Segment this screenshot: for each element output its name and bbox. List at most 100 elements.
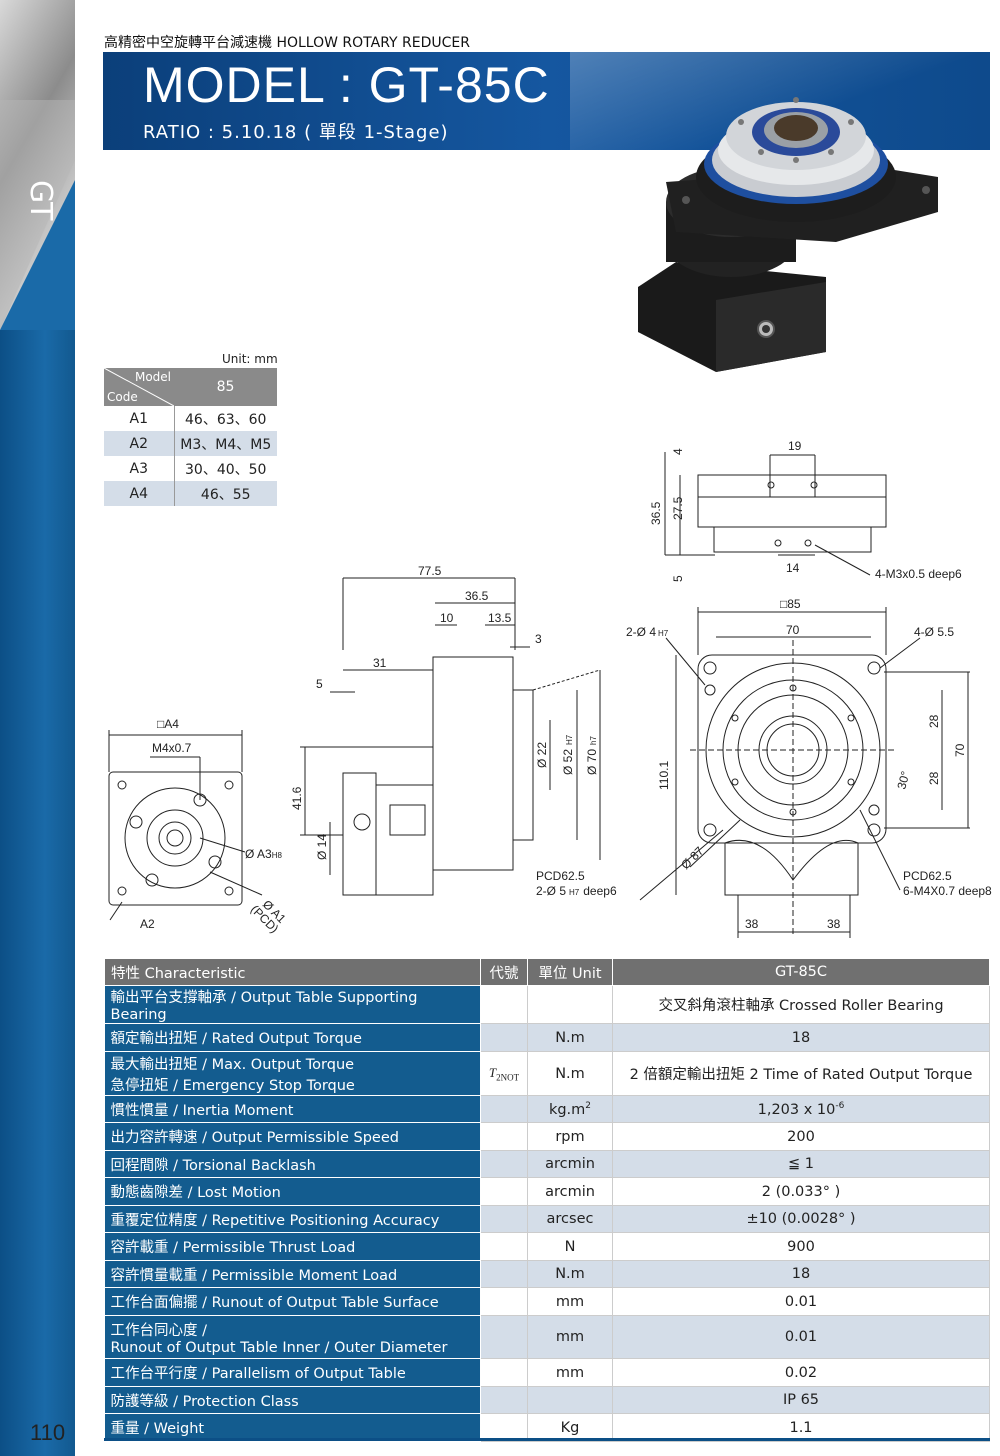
row-value: ±10 (0.0028° ) — [612, 1205, 990, 1233]
row-name: 慣性慣量 / Inertia Moment — [104, 1095, 481, 1123]
row-value: 200 — [612, 1122, 990, 1151]
row-name: 工作台面偏擺 / Runout of Output Table Surface — [104, 1287, 481, 1316]
dim-70-vertical: 70 — [953, 743, 967, 757]
row-name-multi: 最大輸出扭矩 / Max. Output Torque 急停扭矩 / Emerg… — [104, 1051, 481, 1096]
product-image — [638, 97, 938, 372]
dim-phi-14: Ø 14 — [315, 834, 329, 860]
dim-phi-52-tol: H7 — [565, 734, 574, 745]
dim-phi-70-text: Ø 70 — [585, 749, 599, 775]
dim-28-lower: 28 — [927, 771, 941, 785]
code-cell: A3 — [129, 460, 148, 477]
row-unit: rpm — [527, 1122, 613, 1151]
header-model: GT-85C — [612, 958, 990, 986]
dim-sq-a4: □A4 — [157, 717, 179, 731]
row-unit: mm — [527, 1315, 613, 1359]
table-row: 重覆定位精度 / Repetitive Positioning Accuracy… — [104, 1205, 990, 1233]
dim-10: 10 — [440, 611, 454, 625]
row-value: 900 — [612, 1232, 990, 1261]
dim-4-top: 4 — [671, 448, 685, 455]
technical-drawing: □A4 M4x0.7 Ø A3H8 Ø A1 (PCD) A2 77.5 36.… — [108, 439, 992, 938]
row-symbol — [480, 1260, 528, 1288]
row-value: 18 — [612, 1023, 990, 1052]
dim-2-phi-5-text: 2-Ø 5 — [536, 884, 566, 898]
dim-36-5-top: 36.5 — [649, 501, 663, 525]
row-symbol — [480, 1413, 528, 1442]
dim-4-phi-5-5: 4-Ø 5.5 — [914, 625, 954, 639]
row-value: 2 (0.033° ) — [612, 1177, 990, 1206]
row-name: 動態齒隙差 / Lost Motion — [104, 1177, 481, 1206]
row-name-line2: Runout of Output Table Inner / Outer Dia… — [110, 1339, 448, 1356]
dim-2-phi-5-depth: deep6 — [583, 884, 617, 898]
row-name: 重量 / Weight — [104, 1413, 481, 1442]
dim-41-6: 41.6 — [290, 786, 304, 810]
dim-5-side: 5 — [316, 677, 323, 691]
dim-13-5: 13.5 — [488, 611, 512, 625]
row-symbol — [480, 1315, 528, 1359]
row-symbol — [480, 985, 528, 1024]
ratio-text: RATIO : 5.10.18 ( 單段 1-Stage) — [143, 122, 449, 143]
value-cell: M3、M4、M5 — [173, 431, 277, 456]
row-value: IP 65 — [612, 1386, 990, 1414]
table-row: 容許載重 / Permissible Thrust Load N 900 — [104, 1232, 990, 1261]
row-symbol — [480, 1177, 528, 1206]
value-text: 1,203 x 10 — [757, 1101, 836, 1118]
dim-27-5: 27.5 — [671, 496, 685, 520]
table-row: 額定輸出扭矩 / Rated Output Torque N.m 18 — [104, 1023, 990, 1052]
table-row: 動態齒隙差 / Lost Motion arcmin 2 (0.033° ) — [104, 1177, 990, 1206]
value-cell: 46、63、60 — [173, 406, 277, 431]
value-cell: 30、40、50 — [173, 456, 277, 481]
symbol-t: T — [488, 1064, 497, 1080]
header-symbol: 代號 — [480, 958, 528, 986]
row-name-multi: 工作台同心度 / Runout of Output Table Inner / … — [104, 1315, 481, 1359]
row-unit: N.m — [527, 1023, 613, 1052]
row-value: 1,203 x 10-6 — [612, 1095, 990, 1123]
symbol-sub: 2NOT — [496, 1072, 520, 1083]
row-unit: arcmin — [527, 1150, 613, 1178]
row-name: 重覆定位精度 / Repetitive Positioning Accuracy — [104, 1205, 481, 1233]
table-row: 最大輸出扭矩 / Max. Output Torque 急停扭矩 / Emerg… — [104, 1051, 990, 1096]
model-title: MODEL : GT-85C — [143, 57, 550, 113]
dim-phi-70-side: Ø 70h7 — [585, 736, 599, 775]
code-table-model-label: Model — [134, 370, 171, 384]
row-symbol — [480, 1150, 528, 1178]
dim-70-plan: 70 — [786, 623, 800, 637]
value-sup: -6 — [835, 1100, 845, 1111]
dim-a3: Ø A3H8 — [245, 847, 282, 861]
row-name: 防護等級 / Protection Class — [104, 1386, 481, 1414]
row-unit: N — [527, 1232, 613, 1261]
row-name: 工作台平行度 / Parallelism of Output Table — [104, 1358, 481, 1387]
dim-thread-m3: 4-M3x0.5 deep6 — [875, 567, 962, 581]
dim-phi-52-text: Ø 52 — [561, 749, 575, 775]
code-cell: A1 — [129, 410, 148, 427]
dim-38-left: 38 — [745, 917, 759, 931]
dim-a2: A2 — [140, 917, 155, 931]
code-cell: A2 — [104, 431, 174, 456]
row-symbol — [480, 1358, 528, 1387]
code-table-code-label: Code — [107, 390, 138, 404]
code-table-model: 85 — [174, 368, 277, 406]
code-cell: A4 — [104, 481, 174, 506]
table-row: 工作台平行度 / Parallelism of Output Table mm … — [104, 1358, 990, 1387]
dim-pcd-left: PCD62.5 — [536, 869, 585, 883]
row-name-line2: 急停扭矩 / Emergency Stop Torque — [110, 1077, 355, 1094]
table-row: 回程間隙 / Torsional Backlash arcmin ≦ 1 — [104, 1150, 990, 1178]
value-cell: 46、55 — [173, 481, 277, 506]
row-name: 出力容許轉速 / Output Permissible Speed — [104, 1122, 481, 1151]
unit-note: Unit: mm — [222, 352, 278, 366]
dim-2-phi-4-tol: H7 — [658, 629, 669, 638]
row-name: 輸出平台支撐軸承 / Output Table Supporting Beari… — [104, 985, 481, 1024]
row-name-line1: 最大輸出扭矩 / Max. Output Torque — [110, 1056, 355, 1073]
dim-a3-tol: H8 — [272, 851, 283, 860]
dim-sq-85: □85 — [780, 597, 801, 611]
spec-table: 特性 Characteristic 代號 單位 Unit GT-85C 輸出平台… — [104, 958, 990, 1442]
unit-sup: 2 — [585, 1100, 592, 1111]
table-row: 工作台面偏擺 / Runout of Output Table Surface … — [104, 1287, 990, 1316]
table-row: 重量 / Weight Kg 1.1 — [104, 1413, 990, 1442]
row-value: 18 — [612, 1260, 990, 1288]
row-unit: arcsec — [527, 1205, 613, 1233]
table-row: 慣性慣量 / Inertia Moment kg.m2 1,203 x 10-6 — [104, 1095, 990, 1123]
row-value: 0.02 — [612, 1358, 990, 1387]
